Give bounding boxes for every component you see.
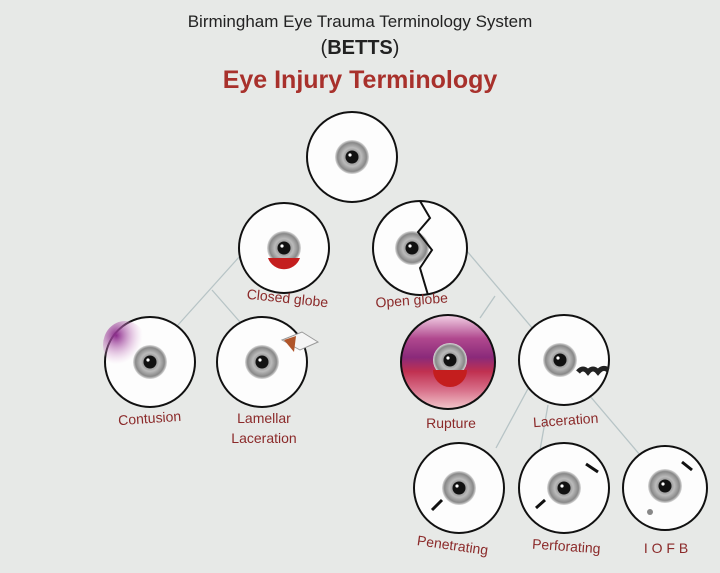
node-perforating: Perforating — [518, 442, 610, 557]
svg-text:Perforating: Perforating — [532, 536, 601, 557]
hyphema-icon — [268, 258, 300, 270]
node-penetrating: Penetrating — [413, 442, 505, 558]
svg-text:Penetrating: Penetrating — [416, 532, 489, 558]
eye-icon — [648, 469, 682, 503]
node-closed-globe: Closed globe — [238, 202, 330, 310]
svg-text:Rupture: Rupture — [426, 415, 476, 431]
wound-icon — [576, 365, 610, 376]
foreign-body-icon — [647, 509, 653, 515]
node-contusion: Contusion — [103, 316, 196, 428]
system-title: Birmingham Eye Trauma Terminology System — [187, 12, 533, 31]
svg-text:Open globe: Open globe — [375, 289, 449, 310]
eye-icon — [543, 343, 577, 377]
node-rupture: Rupture — [400, 314, 496, 431]
node-lamellar-laceration: Lamellar Laceration — [216, 316, 320, 446]
eye-icon — [245, 345, 279, 379]
eye-icon — [395, 231, 429, 265]
acronym: (BETTS) — [320, 37, 400, 59]
svg-text:I O F B: I O F B — [644, 540, 688, 556]
diagram-title: Eye Injury Terminology — [222, 66, 498, 94]
svg-text:Closed globe: Closed globe — [246, 286, 329, 310]
crack-icon — [416, 200, 434, 296]
eye-icon — [133, 345, 167, 379]
node-laceration: Laceration — [518, 314, 610, 431]
node-open-globe: Open globe — [372, 200, 468, 311]
eye-icon — [442, 471, 476, 505]
svg-text:Contusion: Contusion — [118, 408, 182, 428]
svg-text:Laceration: Laceration — [532, 410, 598, 431]
eye-icon — [335, 140, 369, 174]
eye-icon — [547, 471, 581, 505]
node-iofb: I O F B — [622, 445, 708, 556]
svg-text:Laceration: Laceration — [231, 430, 296, 446]
node-eye-injury — [306, 111, 398, 203]
svg-text:Lamellar: Lamellar — [237, 410, 291, 426]
